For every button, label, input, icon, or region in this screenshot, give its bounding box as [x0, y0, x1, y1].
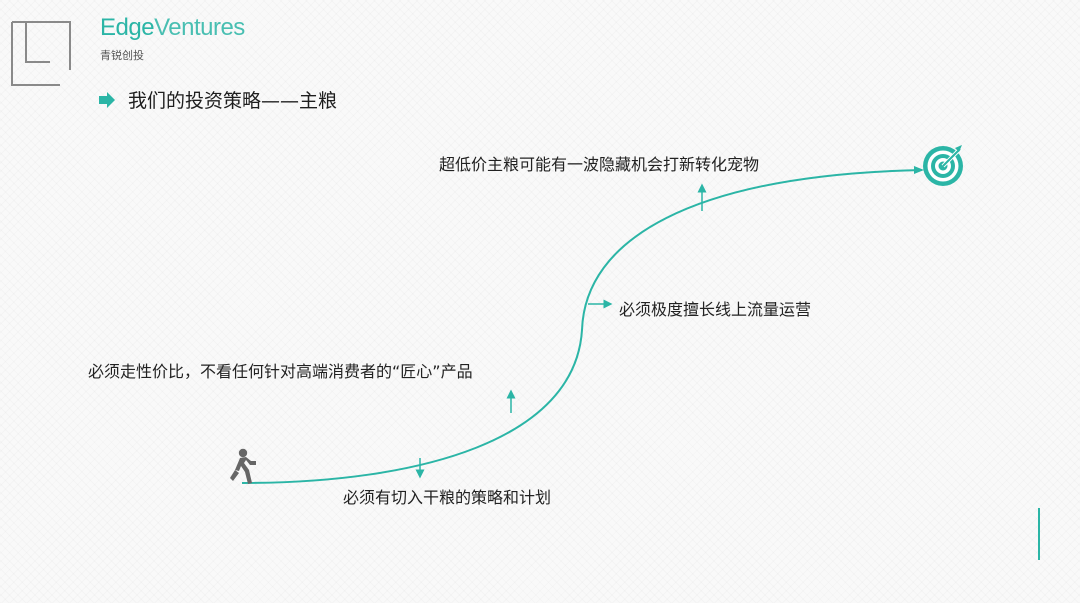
- running-person-icon: [230, 448, 256, 484]
- step-label-4: 超低价主粮可能有一波隐藏机会打新转化宠物: [439, 155, 760, 174]
- brand-logo: EdgeVentures: [100, 14, 245, 42]
- brand-name-part2: Ventures: [154, 14, 245, 41]
- slide-heading: 我们的投资策略——主粮: [98, 86, 337, 113]
- brand-name-part1: Edge: [100, 14, 155, 41]
- logo-frame-icon: [11, 21, 71, 86]
- step-label-1: 必须有切入干粮的策略和计划: [343, 488, 552, 507]
- step-label-3: 必须极度擅长线上流量运营: [619, 300, 812, 319]
- bullet-arrow-icon: [99, 91, 115, 108]
- accent-divider: [1038, 508, 1040, 560]
- brand-subtitle: 青锐创投: [100, 49, 144, 62]
- growth-curve: [241, 169, 923, 484]
- target-arrow-icon: [923, 145, 963, 186]
- page-title: 我们的投资策略——主粮: [128, 90, 338, 112]
- curve-end-arrow: [914, 166, 924, 174]
- step-label-2: 必须走性价比，不看任何针对高端消费者的“匠心”产品: [88, 362, 473, 381]
